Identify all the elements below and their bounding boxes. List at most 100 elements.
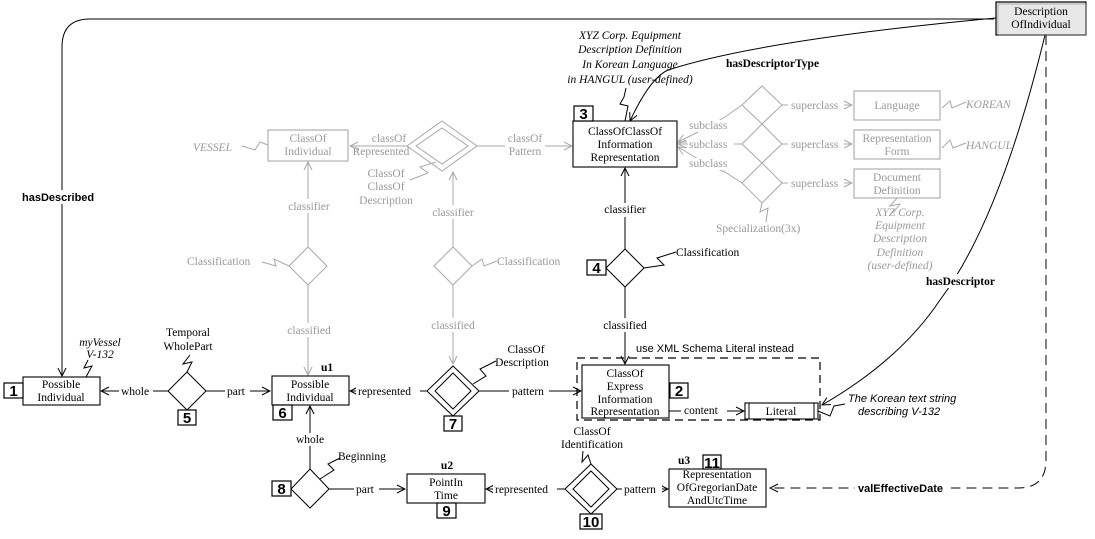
content-bg [681,404,727,417]
subclass-label-1: subclass [689,120,728,132]
document-definition-node[interactable]: Document Definition [853,168,941,199]
classifier-mid-label: classifier [432,207,474,219]
svg-text:3: 3 [579,106,587,123]
svg-text:Description Definition: Description Definition [577,44,682,56]
subclass-label-2: subclass [689,139,728,151]
class-of-description-diamond[interactable] [426,365,480,417]
hangul-pointer [941,139,967,149]
korean-label: KOREAN [965,99,1012,111]
whole-8-bg [293,433,328,446]
val-effective-date-label-bg [855,481,951,495]
svg-text:Possible: Possible [42,379,80,391]
svg-text:6: 6 [278,405,286,422]
classified-left-label: classified [287,325,331,337]
svg-text:ClassOf: ClassOf [573,426,610,438]
temporal-whole-part-pointer [181,354,193,373]
svg-text:Representation: Representation [863,133,932,145]
classified-4-bg [598,318,654,332]
class-of-individual-node[interactable]: ClassOf Individual [267,129,349,162]
tag-u2: u2 [441,460,453,472]
svg-text:Document: Document [873,172,922,184]
my-vessel-pointer [83,359,93,378]
svg-text:Individual: Individual [37,392,84,404]
classifier-left-label: classifier [288,201,330,213]
representation-of-gregorian-date-node[interactable]: Representation OfGregorianDate AndUtcTim… [668,468,767,508]
svg-text:11: 11 [704,455,720,472]
classification-diamond-grey-mid[interactable] [433,246,473,286]
svg-text:Time: Time [434,490,458,502]
svg-text:Information: Information [598,394,653,406]
svg-text:Representation: Representation [683,469,752,481]
svg-text:4: 4 [592,260,601,277]
subclass-label-3: subclass [689,158,728,170]
svg-text:8: 8 [277,481,285,498]
represented-10-bg [493,483,557,496]
class-of-represented-label-2: Represented [353,146,410,158]
node-number-5: 5 [177,409,197,427]
class-of-identification-label: ClassOf Identification [561,426,623,451]
classifier-mid-bg [427,205,479,219]
class-of-class-of-information-representation-node[interactable]: ClassOfClassOf Information Representatio… [572,120,678,168]
svg-text:Temporal: Temporal [166,327,210,339]
svg-text:Form: Form [885,146,910,158]
whole-5-label: whole [121,386,149,398]
svg-text:Possible: Possible [291,379,329,391]
beginning-diamond[interactable] [290,468,330,509]
classification-diamond-4[interactable] [605,248,645,288]
svg-text:Representation: Representation [591,406,660,418]
doc-def-note: XYZ Corp. Equipment Description Definiti… [868,207,933,272]
representation-form-node[interactable]: Representation Form [853,129,941,160]
svg-text:ClassOfClassOf: ClassOfClassOf [588,126,662,138]
part-8-label: part [356,484,375,496]
svg-text:Literal: Literal [766,406,797,418]
svg-text:OfGregorianDate: OfGregorianDate [677,482,757,494]
svg-text:5: 5 [183,410,191,427]
svg-text:Representation: Representation [591,152,660,164]
point-in-time-node[interactable]: PointIn Time [406,473,486,504]
description-of-individual-node[interactable]: Description OfIndividual [995,1,1087,36]
class-of-pattern-label-2: Pattern [509,146,542,158]
node-number-2: 2 [669,382,689,400]
node-number-11: 11 [702,454,722,472]
class-of-pattern-label-1: classOf [508,133,543,145]
classifier-4-bg [601,203,651,217]
svg-text:PointIn: PointIn [429,477,463,489]
classification-4-label: Classification [676,247,739,259]
possible-individual-node-1[interactable]: Possible Individual [22,376,101,406]
xml-schema-note: use XML Schema Literal instead [636,343,794,355]
svg-text:ClassOf: ClassOf [289,133,326,145]
superclass-bg-1 [788,99,844,111]
svg-text:ClassOf: ClassOf [606,368,643,380]
part-5-bg [225,385,250,398]
literal-node[interactable]: Literal [744,402,819,420]
coc-description-pointer [409,161,437,181]
classified-mid-label: classified [431,320,475,332]
language-node[interactable]: Language [853,90,941,121]
subclass-bg-3 [688,158,734,170]
temporal-whole-part-diamond[interactable] [167,371,207,411]
class-of-class-of-description-diamond[interactable] [406,120,478,172]
svg-text:myVessel: myVessel [79,337,121,349]
superclass-bg-3 [788,177,844,189]
possible-individual-node-6[interactable]: Possible Individual [271,375,350,406]
svg-text:Definition: Definition [876,247,924,259]
svg-text:Express: Express [607,381,644,393]
superclass-label-1: superclass [791,100,839,112]
svg-text:Information: Information [598,139,653,151]
has-descriptor-type-line [630,17,997,121]
svg-text:Definition: Definition [873,185,921,197]
class-of-identification-diamond[interactable] [564,463,618,515]
node-number-8: 8 [271,480,292,498]
node-number-9: 9 [436,502,457,520]
node-number-10: 10 [579,513,603,531]
classification-4-pointer [643,251,677,269]
pattern-7-bg [509,385,549,398]
svg-text:7: 7 [449,416,457,433]
classification-mid-label: Classification [497,256,560,268]
svg-text:Individual: Individual [286,392,333,404]
classification-diamond-grey-left[interactable] [288,246,328,286]
svg-text:Individual: Individual [284,146,331,158]
classifier-4-label: classifier [604,204,646,216]
class-of-express-information-representation-node[interactable]: ClassOf Express Information Representati… [581,364,670,419]
